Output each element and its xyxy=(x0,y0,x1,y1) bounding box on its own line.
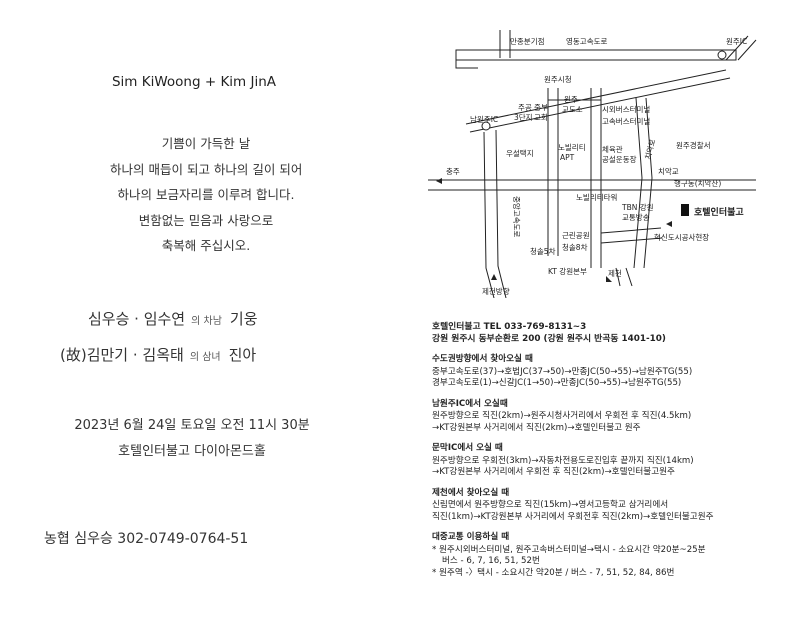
map-label: 교도소 xyxy=(562,105,583,114)
bride-parents: (故)김만기 · 김옥태 xyxy=(60,346,184,364)
map-label: 청솔8차 xyxy=(562,243,588,252)
directions: 호텔인터불고 TEL 033-769-8131~3 강원 원주시 동부순환로 2… xyxy=(432,322,792,579)
direction-title: 수도권방향에서 찾아오실 때 xyxy=(432,354,533,364)
map-label: 원주IC xyxy=(726,37,747,46)
message-line: 하나의 매듭이 되고 하나의 길이 되어 xyxy=(110,161,303,177)
map-label: 남원주IC xyxy=(470,115,498,124)
map-label: APT xyxy=(560,153,575,162)
map-label: 교회 xyxy=(534,113,548,122)
location-map: 만종분기점 영동고속도로 원주IC 원주시청 주공 3단지 중부 교회 원주 교… xyxy=(428,30,757,298)
map-label: KT 강원본부 xyxy=(548,266,587,276)
direction-line: * 원주시외버스터미널, 원주고속버스터미널→택시 - 소요시간 약20분~25… xyxy=(432,544,706,555)
groom-relation: 의 차남 xyxy=(191,316,222,327)
hotel-marker xyxy=(681,204,689,216)
groom-parents: 심우승 · 임수연 xyxy=(88,310,186,328)
bride-relation: 의 삼녀 xyxy=(189,352,221,363)
map-label: 주공 xyxy=(518,103,532,112)
couple-names: Sim KiWoong + Kim JinA xyxy=(111,74,277,90)
map-label: 원주경찰서 xyxy=(676,140,711,150)
direction-title: 제천에서 찾아오실 때 xyxy=(432,487,510,498)
direction-section: 문막IC에서 오실 때 원주방향으로 우회전(3km)→자동차전용도로진입후 끝… xyxy=(432,443,792,479)
message-line: 하나의 보금자리를 이루려 합니다. xyxy=(117,187,295,202)
invitation-message: 기쁨이 가득한 날 하나의 매듭이 되고 하나의 길이 되어 하나의 보금자리를… xyxy=(110,131,302,259)
direction-section: 수도권방향에서 찾아오실 때 중부고속도로(37)→호법JC(37→50)→만종… xyxy=(432,354,792,390)
map-label: 체육관 xyxy=(602,144,623,154)
hotel-phone: 호텔인터불고 TEL 033-769-8131~3 xyxy=(432,322,587,332)
chungju-arrow-icon xyxy=(436,178,442,184)
direction-line: 중부고속도로(37)→호법JC(37→50)→만종JC(50→55)→남원주TG… xyxy=(432,366,693,377)
map-label: 충주 xyxy=(446,167,460,176)
direction-line: →KT강원본부 사거리에서 직진(2km)→호텔인터불고 원주 xyxy=(432,422,641,433)
direction-line: * 원주역 -〉택시 - 소요시간 약20분 / 버스 - 7, 51, 52,… xyxy=(432,567,675,578)
groom-name: 기웅 xyxy=(229,310,258,328)
direction-line: 버스 - 6, 7, 16, 51, 52번 xyxy=(442,556,540,566)
direction-title: 문막IC에서 오실 때 xyxy=(432,443,503,453)
wonju-ic-marker xyxy=(717,50,727,60)
message-line: 축복해 주십시오. xyxy=(161,238,251,253)
map-label: 원주 xyxy=(564,95,578,104)
jecheon-road-arrow-icon xyxy=(606,276,612,282)
message-line: 기쁨이 가득한 날 xyxy=(161,136,251,151)
map-label: 제천방향 xyxy=(482,286,510,296)
bride-family: (故)김만기 · 김옥태 의 삼녀 진아 xyxy=(60,344,256,365)
direction-line: →KT강원본부 사거리에서 우회전 후 직진(2km)→호텔인터불고원주 xyxy=(432,467,675,477)
map-label: 교통방송 xyxy=(622,212,650,222)
direction-section: 제천에서 찾아오실 때 신림면에서 원주방향으로 직진(15km)→영서고등학교… xyxy=(432,488,792,524)
direction-line: 경부고속도로(1)→신갈JC(1→50)→만종JC(50→55)→남원주TG(5… xyxy=(432,378,682,388)
direction-title: 남원주IC에서 오실때 xyxy=(432,398,508,409)
jecheon-arrow-icon xyxy=(491,274,497,280)
direction-line: 원주방향으로 우회전(3km)→자동차전용도로진입후 끝까지 직진(14km) xyxy=(432,455,694,466)
direction-line: 직진(1km)→KT강원본부 사거리에서 우회전후 직진(2km)→호텔인터불고… xyxy=(432,511,714,522)
direction-section: 남원주IC에서 오실때 원주방향으로 직진(2km)→원주시청사거리에서 우회전… xyxy=(432,399,792,435)
direction-section: 대중교통 이용하실 때 * 원주시외버스터미널, 원주고속버스터미널→택시 - … xyxy=(432,532,792,579)
map-label: 노빌리티 xyxy=(558,143,586,152)
message-line: 변함없는 믿음과 사랑으로 xyxy=(138,212,274,228)
map-roads xyxy=(428,30,757,298)
map-label-hotel: 호텔인터불고 xyxy=(694,206,744,218)
map-label: 혁신도시공사현장 xyxy=(654,232,709,242)
bank-account: 농협 심우승 302-0749-0764-51 xyxy=(44,531,249,547)
wedding-venue: 호텔인터불고 다이아몬드홀 xyxy=(118,444,266,459)
map-label: 치악교 xyxy=(658,166,679,176)
map-label: 제천 xyxy=(608,268,622,278)
namwonju-ic-marker xyxy=(481,121,491,131)
map-label: 노빌리티타워 xyxy=(576,193,617,202)
map-label: 고속버스터미널 xyxy=(602,116,650,126)
map-label: 만종분기점 xyxy=(510,36,545,46)
map-label: 청솔5차 xyxy=(530,247,556,256)
map-label: 3단지 xyxy=(514,112,533,122)
direction-line: 신림면에서 원주방향으로 직진(15km)→영서고등학교 삼거리에서 xyxy=(432,500,669,510)
direction-title: 대중교통 이용하실 때 xyxy=(432,532,510,542)
map-label: 우설택지 xyxy=(506,148,534,158)
map-label: 시외버스터미널 xyxy=(602,104,650,114)
map-label: 영동고속도로 xyxy=(566,36,607,46)
map-label: 행구동(치악산) xyxy=(674,178,721,188)
wedding-datetime: 2023년 6월 24일 토요일 오전 11시 30분 xyxy=(74,418,310,433)
groom-family: 심우승 · 임수연 의 차남 기웅 xyxy=(88,308,258,329)
map-label: 원주시청 xyxy=(544,75,572,84)
map-label: 공설운동장 xyxy=(602,154,637,164)
map-label: 중앙고속도로 xyxy=(512,196,522,237)
haenggu-arrow-icon xyxy=(666,221,672,227)
direction-line: 원주방향으로 직진(2km)→원주시청사거리에서 우회전 후 직진(4.5km) xyxy=(432,411,692,421)
map-label: 중부 xyxy=(534,103,548,112)
hotel-address: 강원 원주시 동부순환로 200 (강원 원주시 반곡동 1401-10) xyxy=(432,333,666,344)
map-label: TBN 강원 xyxy=(621,202,654,212)
map-label: 치악로 xyxy=(642,138,657,161)
bride-name: 진아 xyxy=(228,346,257,364)
map-label: 근린공원 xyxy=(562,230,590,240)
